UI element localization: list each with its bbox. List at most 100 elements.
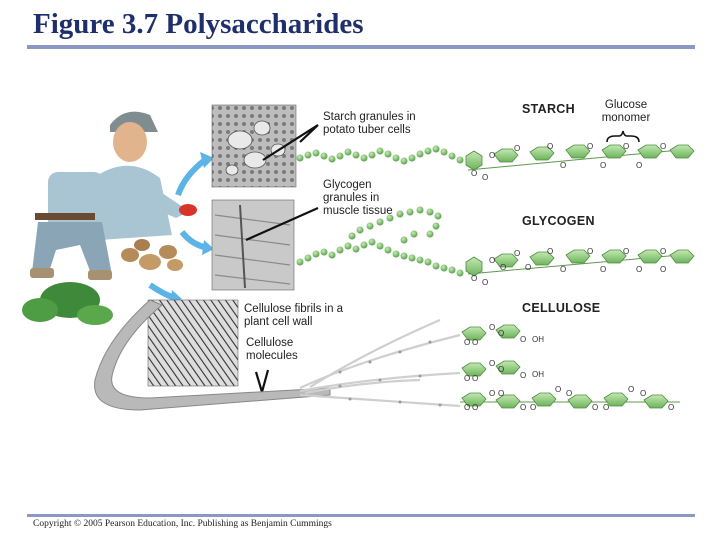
glucose-ring: [637, 144, 663, 159]
svg-text:OH: OH: [532, 370, 544, 379]
svg-text:O: O: [464, 338, 470, 347]
svg-text:O: O: [472, 338, 478, 347]
svg-text:O: O: [498, 389, 504, 398]
svg-text:O: O: [482, 173, 488, 182]
cellulose-chain-3: [460, 392, 680, 409]
glycogen-micrograph: [211, 199, 295, 291]
svg-text:O: O: [636, 161, 642, 170]
cellulose-oxygen-labels: O O O O O OH O O O O O OH O O O O O O O …: [464, 323, 674, 412]
glucose-monomer-brace: [606, 130, 640, 143]
microfibril-dots: [338, 340, 442, 407]
glucose-ring: [601, 144, 627, 159]
arrow-head-glycogen: [202, 240, 214, 255]
cellulose-chain-1: [461, 324, 521, 341]
svg-text:O: O: [520, 335, 526, 344]
glucose-ring: [465, 256, 483, 277]
svg-text:O: O: [472, 403, 478, 412]
starch-heading: STARCH: [522, 102, 575, 116]
glucose-ring: [493, 148, 519, 163]
copyright-notice: Copyright © 2005 Pearson Education, Inc.…: [33, 519, 332, 529]
svg-text:O: O: [603, 403, 609, 412]
glucose-ring: [601, 249, 627, 264]
cellulose-fibrils-label: Cellulose fibrils in a plant cell wall: [244, 303, 344, 328]
glucose-ring: [461, 362, 487, 377]
figure-title: Figure 3.7 Polysaccharides: [33, 8, 364, 40]
svg-text:O: O: [660, 265, 666, 274]
footer-divider: [27, 514, 695, 517]
svg-text:O: O: [464, 374, 470, 383]
potato-plant: [22, 239, 183, 325]
cellulose-molecules-label: Cellulose molecules: [246, 337, 298, 362]
svg-text:O: O: [660, 247, 666, 256]
pointer-lines: [245, 124, 319, 393]
cell-wall-ribbon: [94, 299, 331, 411]
starch-bead-chain: [296, 145, 464, 165]
arrow-head-starch: [200, 152, 214, 168]
cellulose-chain-2: [461, 360, 521, 377]
starch-ring-chain: [465, 144, 695, 171]
svg-text:O: O: [560, 161, 566, 170]
svg-text:O: O: [592, 403, 598, 412]
glycogen-bead-chain: [296, 206, 464, 277]
svg-text:O: O: [464, 403, 470, 412]
glucose-ring: [495, 324, 521, 339]
svg-text:O: O: [489, 256, 495, 265]
svg-text:O: O: [600, 161, 606, 170]
cellulose-fibril-micrograph: [147, 299, 239, 387]
glycogen-ring-chain: [465, 249, 695, 277]
title-divider: [27, 45, 695, 49]
glucose-ring: [493, 253, 519, 268]
glucose-ring: [529, 251, 555, 266]
svg-text:O: O: [489, 151, 495, 160]
svg-text:O: O: [628, 385, 634, 394]
svg-text:O: O: [587, 142, 593, 151]
svg-text:O: O: [520, 403, 526, 412]
glycogen-oxygen-labels: O O O O O O O O O O O O O O: [471, 247, 666, 287]
svg-text:O: O: [668, 403, 674, 412]
svg-text:O: O: [500, 263, 506, 272]
glycogen-streaks: [214, 204, 291, 289]
svg-text:O: O: [547, 142, 553, 151]
svg-text:O: O: [555, 385, 561, 394]
svg-text:O: O: [640, 389, 646, 398]
cellulose-heading: CELLULOSE: [522, 301, 601, 315]
glucose-ring: [465, 150, 483, 171]
glucose-ring: [461, 392, 487, 407]
glucose-monomer-label: Glucose monomer: [601, 99, 651, 124]
glucose-ring: [567, 394, 593, 409]
svg-text:O: O: [560, 265, 566, 274]
glucose-ring: [603, 392, 629, 407]
svg-text:O: O: [482, 278, 488, 287]
svg-text:O: O: [623, 142, 629, 151]
svg-text:O: O: [471, 169, 477, 178]
glycogen-heading: GLYCOGEN: [522, 214, 595, 228]
glucose-ring: [461, 326, 487, 341]
man-figure: [30, 111, 197, 280]
glycogen-granules-label: Glycogen granules in muscle tissue: [323, 179, 393, 217]
svg-text:O: O: [587, 247, 593, 256]
svg-text:O: O: [489, 389, 495, 398]
glucose-ring: [495, 394, 521, 409]
glucose-ring: [565, 144, 591, 159]
svg-text:O: O: [600, 265, 606, 274]
svg-text:O: O: [566, 389, 572, 398]
svg-text:O: O: [498, 365, 504, 374]
glucose-ring: [531, 392, 557, 407]
svg-text:O: O: [471, 274, 477, 283]
svg-text:O: O: [660, 142, 666, 151]
svg-text:O: O: [623, 247, 629, 256]
glucose-ring: [643, 394, 669, 409]
svg-text:O: O: [489, 323, 495, 332]
starch-oxygen-labels: O O O O O O O O O O O: [471, 142, 666, 182]
svg-text:O: O: [514, 144, 520, 153]
svg-text:OH: OH: [532, 335, 544, 344]
glucose-ring: [637, 249, 663, 264]
svg-text:O: O: [525, 263, 531, 272]
glucose-ring: [669, 144, 695, 159]
svg-text:O: O: [489, 359, 495, 368]
svg-text:O: O: [547, 247, 553, 256]
glucose-ring: [529, 146, 555, 161]
glucose-ring: [669, 249, 695, 264]
starch-granules-label: Starch granules in potato tuber cells: [323, 111, 416, 136]
